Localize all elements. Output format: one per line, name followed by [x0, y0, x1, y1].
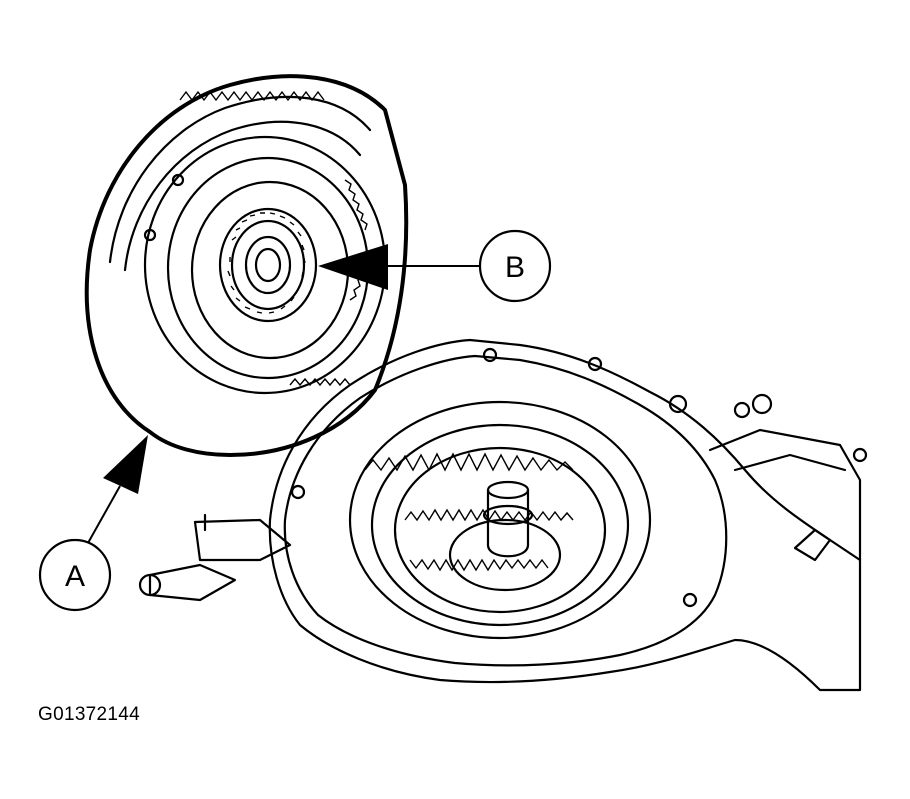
callout-a: A — [38, 435, 148, 612]
housing-ring-gear — [348, 400, 652, 640]
callout-b-arrowhead — [318, 244, 388, 290]
callout-a-label: A — [65, 560, 85, 593]
transmission-housing — [138, 338, 868, 692]
callout-a-arrowhead — [103, 435, 148, 494]
clutch-drum-assembly — [84, 74, 409, 457]
callout-a-circle — [38, 538, 112, 612]
callout-a-leader — [87, 485, 121, 544]
callout-b-label: B — [505, 251, 525, 284]
callout-b: B — [318, 229, 552, 303]
callout-b-circle — [478, 229, 552, 303]
figure-id-label: G01372144 — [38, 704, 141, 725]
